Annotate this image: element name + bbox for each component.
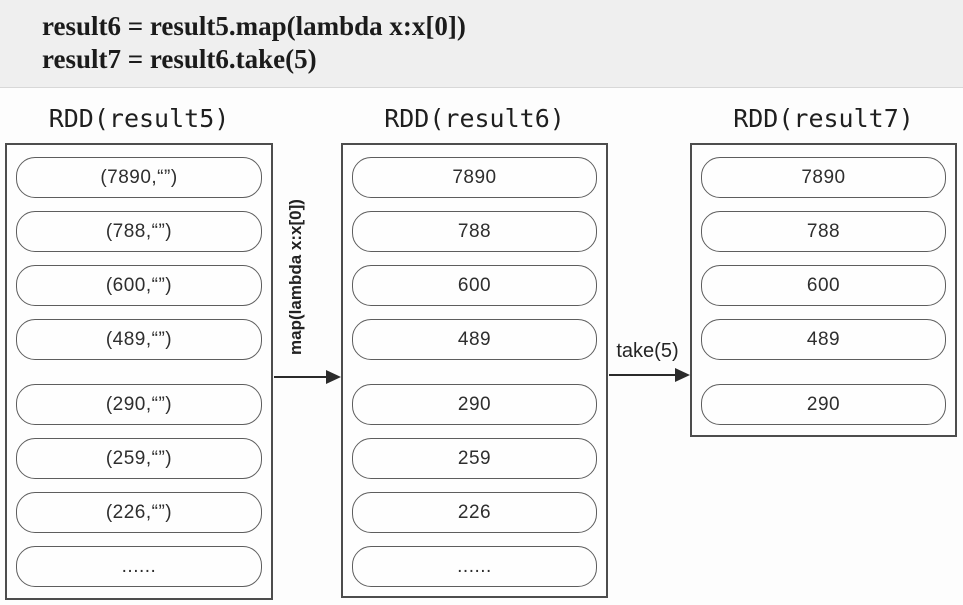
code-line-1: result6 = result5.map(lambda x:x[0]) (42, 11, 466, 41)
rdd-cell-ellipsis: ...... (352, 546, 597, 587)
rdd-cell: 259 (352, 438, 597, 479)
rdd-cell: (226,“”) (16, 492, 262, 533)
code-line-2: result7 = result6.take(5) (42, 44, 317, 74)
rdd-cell: 489 (701, 319, 946, 360)
rdd-cell: (290,“”) (16, 384, 262, 425)
rdd-cell: 788 (701, 211, 946, 252)
rdd-result5-title: RDD(result5) (48, 104, 230, 133)
map-arrow-label: map(lambda x:x[0]) (286, 199, 305, 355)
rdd-cell: 489 (352, 319, 597, 360)
rdd-result6-box: 7890 788 600 489 290 259 226 ...... (341, 143, 608, 598)
rdd-cell: (259,“”) (16, 438, 262, 479)
rdd-result6-title: RDD(result6) (384, 104, 565, 133)
arrow-head-icon (675, 368, 690, 382)
rdd-cell: 7890 (352, 157, 597, 198)
rdd-cell: (489,“”) (16, 319, 262, 360)
arrow-shaft (609, 374, 677, 376)
rdd-cell: (788,“”) (16, 211, 262, 252)
rdd-cell: 788 (352, 211, 597, 252)
rdd-result7-title: RDD(result7) (733, 104, 914, 133)
rdd-cell: 600 (352, 265, 597, 306)
rdd-cell: 290 (352, 384, 597, 425)
take-arrow (609, 368, 690, 382)
rdd-result7-box: 7890 788 600 489 290 (690, 143, 957, 437)
rdd-cell: (600,“”) (16, 265, 262, 306)
arrow-shaft (274, 376, 328, 378)
arrow-head-icon (326, 370, 341, 384)
rdd-cell: 290 (701, 384, 946, 425)
code-block: result6 = result5.map(lambda x:x[0]) res… (0, 0, 963, 88)
take-arrow-label: take(5) (616, 340, 679, 362)
rdd-result5-box: (7890,“”) (788,“”) (600,“”) (489,“”) (29… (5, 143, 273, 600)
rdd-cell: 7890 (701, 157, 946, 198)
rdd-cell: 600 (701, 265, 946, 306)
rdd-cell: (7890,“”) (16, 157, 262, 198)
rdd-cell: 226 (352, 492, 597, 533)
rdd-cell-ellipsis: ...... (16, 546, 262, 587)
map-arrow (274, 370, 341, 384)
